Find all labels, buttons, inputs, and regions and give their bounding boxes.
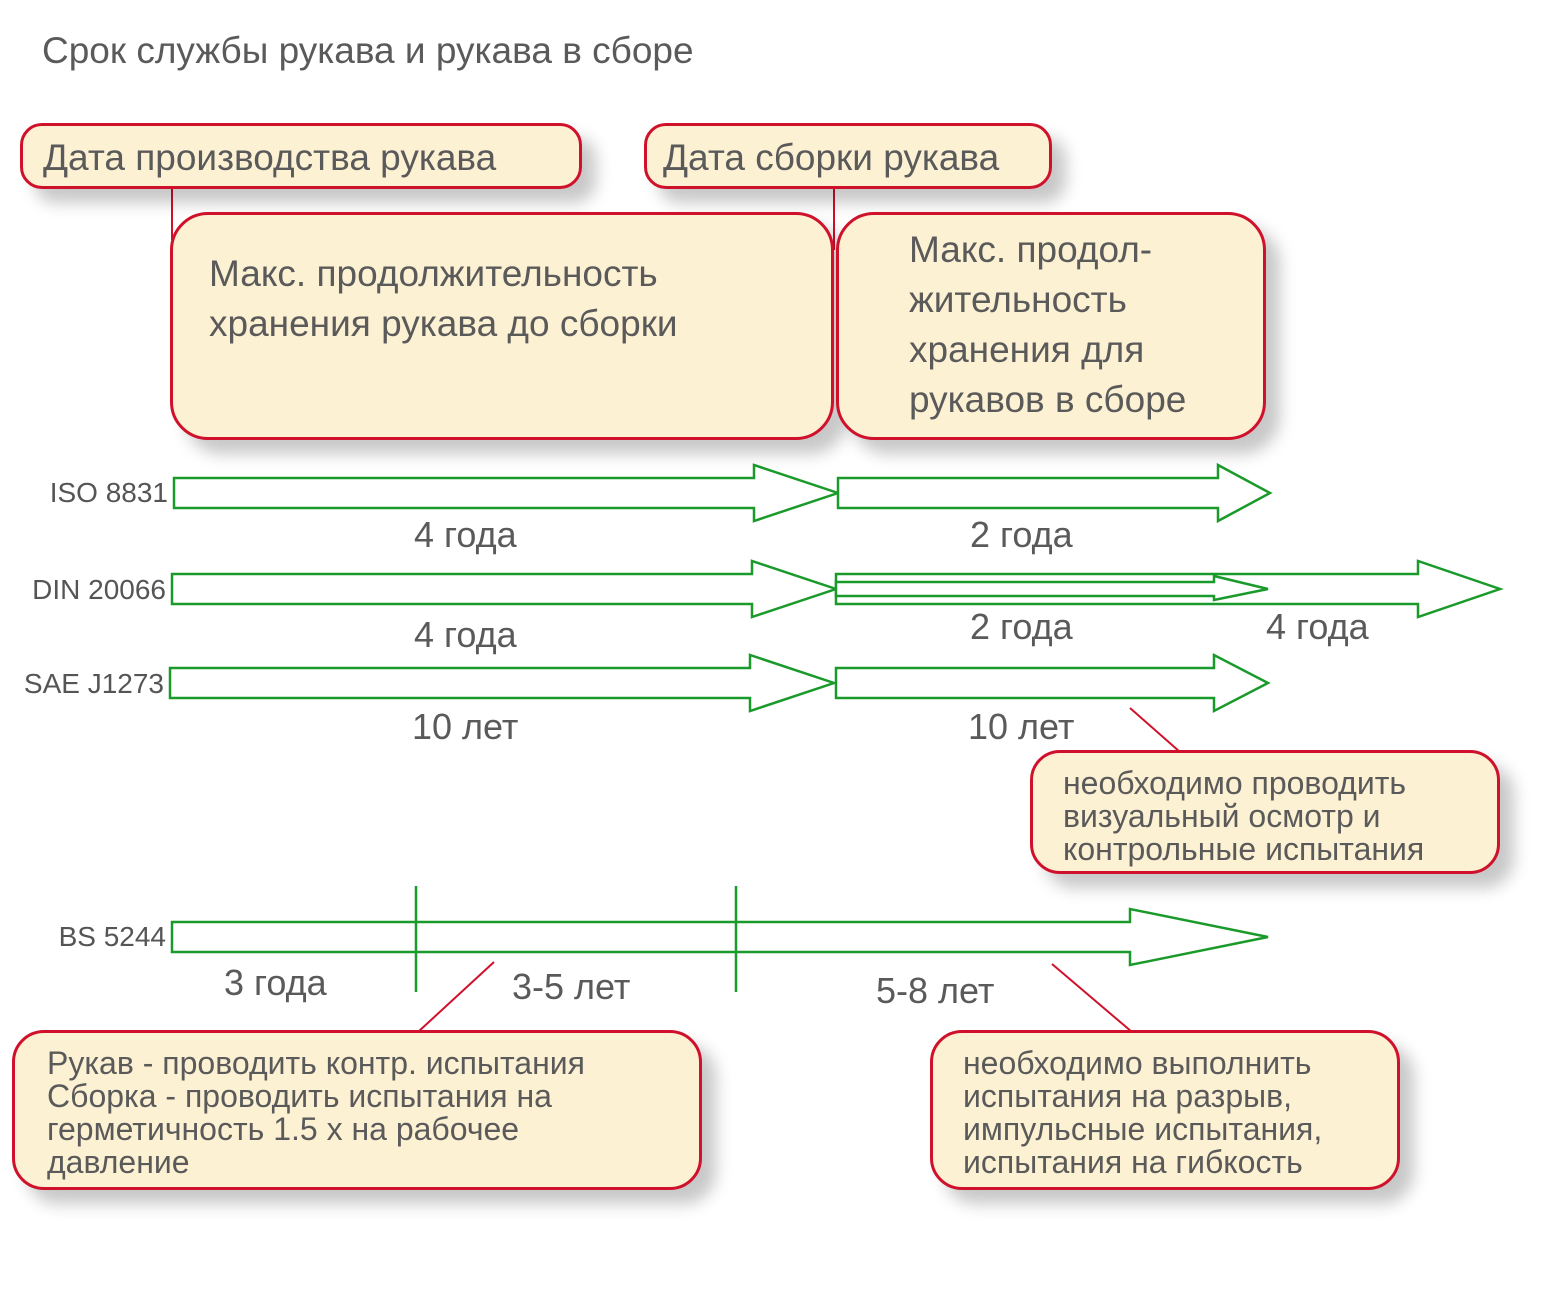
storage-before-line-1: Макс. продолжительность <box>209 253 658 294</box>
bs-right-note-connector <box>1051 963 1133 1033</box>
bs-seg2-duration: 3-5 лет <box>512 966 631 1007</box>
storage-assembly-line-1: Макс. продол- <box>909 229 1153 270</box>
bs-left-note-line-3: герметичность 1.5 x на рабочее <box>47 1111 520 1147</box>
storage-assembly-box: Макс. продол- жительность хранения для р… <box>836 212 1266 440</box>
din-before-duration: 4 года <box>414 614 517 655</box>
sae-before-duration: 10 лет <box>412 706 519 747</box>
standard-label-din: DIN 20066 <box>32 574 166 605</box>
din-after-duration: 2 года <box>970 606 1073 647</box>
iso-arrow-before <box>172 463 842 523</box>
storage-assembly-line-2: жительность <box>909 279 1127 320</box>
bs-test-note-right: необходимо выполнить испытания на разрыв… <box>930 1030 1400 1190</box>
sae-note-line-1: необходимо проводить <box>1063 765 1407 801</box>
bs-right-note-line-1: необходимо выполнить <box>963 1045 1312 1081</box>
iso-before-duration: 4 года <box>414 514 517 555</box>
bs-right-note-line-4: испытания на гибкость <box>963 1144 1303 1180</box>
din-after-extended-duration: 4 года <box>1266 606 1369 647</box>
bs-left-note-line-1: Рукав - проводить контр. испытания <box>47 1045 585 1081</box>
iso-after-duration: 2 года <box>970 514 1073 555</box>
sae-inspection-note: необходимо проводить визуальный осмотр и… <box>1030 750 1500 874</box>
standard-label-sae: SAE J1273 <box>23 668 164 699</box>
manufacture-date-box: Дата производства рукава <box>20 123 582 189</box>
sae-arrow-before <box>168 653 838 713</box>
manufacture-date-label: Дата производства рукава <box>43 137 497 178</box>
standard-label-iso: ISO 8831 <box>49 477 168 508</box>
bs-right-note-line-2: испытания на разрыв, <box>963 1078 1293 1114</box>
page-title: Срок службы рукава и рукава в сборе <box>42 30 694 71</box>
bs-seg3-duration: 5-8 лет <box>876 970 995 1011</box>
din-arrow-after <box>834 574 1269 602</box>
sae-after-duration: 10 лет <box>968 706 1075 747</box>
iso-arrow-after <box>836 462 1273 524</box>
din-arrow-before <box>170 559 840 619</box>
bs-left-note-connector <box>417 961 495 1033</box>
bs-test-note-left: Рукав - проводить контр. испытания Сборк… <box>12 1030 702 1190</box>
storage-before-assembly-box: Макс. продолжительность хранения рукава … <box>170 212 834 440</box>
sae-arrow-after <box>834 652 1271 714</box>
bs-left-note-line-2: Сборка - проводить испытания на <box>47 1078 552 1114</box>
assembly-date-box: Дата сборки рукава <box>644 123 1052 189</box>
storage-assembly-line-3: хранения для <box>909 329 1145 370</box>
storage-assembly-line-4: рукавов в сборе <box>909 379 1187 420</box>
storage-before-line-2: хранения рукава до сборки <box>209 303 678 344</box>
assembly-date-label: Дата сборки рукава <box>663 137 1000 178</box>
sae-note-line-2: визуальный осмотр и <box>1063 798 1381 834</box>
bs-left-note-line-4: давление <box>47 1144 190 1180</box>
bs-right-note-line-3: импульсные испытания, <box>963 1111 1323 1147</box>
bs-arrow <box>170 907 1269 967</box>
sae-note-connector <box>1129 707 1181 753</box>
standard-label-bs: BS 5244 <box>58 921 166 952</box>
bs-seg1-duration: 3 года <box>224 962 327 1003</box>
sae-note-line-3: контрольные испытания <box>1063 831 1425 867</box>
